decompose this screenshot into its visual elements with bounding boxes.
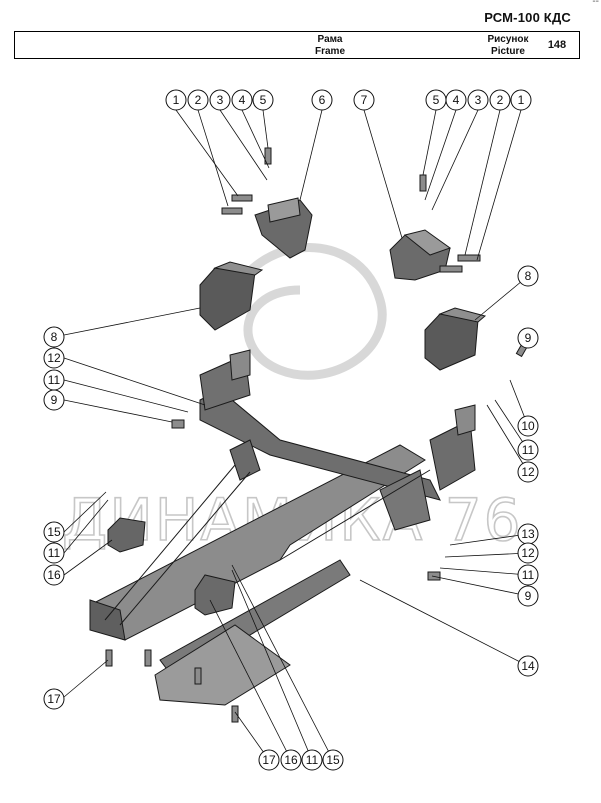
svg-text:1: 1 xyxy=(173,93,180,107)
rubber-mount-left xyxy=(199,261,264,331)
callout-left-12: 12 xyxy=(43,347,65,369)
bracket-left-top xyxy=(254,197,313,259)
svg-text:13: 13 xyxy=(521,527,535,541)
callout-top-left-2: 2 xyxy=(187,89,209,111)
callout-bottom-11: 11 xyxy=(301,749,323,771)
title-ru: Рама xyxy=(317,34,343,45)
picture-number: 148 xyxy=(547,39,567,51)
bracket-right-top xyxy=(389,229,452,281)
rubber-mount-lower-mid xyxy=(194,574,236,616)
callout-top-right-2: 2 xyxy=(489,89,511,111)
callout-right-14: 14 xyxy=(517,655,539,677)
callout-right-8: 8 xyxy=(517,265,539,287)
callout-left-9: 9 xyxy=(43,389,65,411)
svg-text:15: 15 xyxy=(47,525,61,539)
svg-text:1: 1 xyxy=(518,93,525,107)
callout-left-11b: 11 xyxy=(43,542,65,564)
callout-top-right-1: 1 xyxy=(510,89,532,111)
callout-right-11b: 11 xyxy=(517,564,539,586)
leader-lines xyxy=(63,109,529,761)
section-title: Рама Frame xyxy=(285,34,375,58)
svg-text:11: 11 xyxy=(522,568,535,582)
svg-text:17: 17 xyxy=(262,753,276,767)
rubber-mount-right xyxy=(424,307,487,371)
callout-top-right-4: 4 xyxy=(445,89,467,111)
callout-left-11: 11 xyxy=(43,369,65,391)
svg-text:11: 11 xyxy=(306,753,319,767)
callout-right-10: 10 xyxy=(517,415,539,437)
title-en: Frame xyxy=(314,46,345,57)
callout-right-9: 9 xyxy=(517,327,539,349)
callout-left-15: 15 xyxy=(43,521,65,543)
svg-text:3: 3 xyxy=(217,93,224,107)
svg-text:8: 8 xyxy=(525,269,532,283)
callout-right-11: 11 xyxy=(517,439,539,461)
callout-right-9b: 9 xyxy=(517,585,539,607)
svg-text:14: 14 xyxy=(521,659,535,673)
callout-bottom-15: 15 xyxy=(322,749,344,771)
callout-top-left-4: 4 xyxy=(231,89,253,111)
callout-top-left-3: 3 xyxy=(209,89,231,111)
svg-text:9: 9 xyxy=(525,331,532,345)
svg-text:4: 4 xyxy=(453,93,460,107)
callout-right-12b: 12 xyxy=(517,542,539,564)
svg-text:16: 16 xyxy=(47,568,61,582)
svg-text:8: 8 xyxy=(51,330,58,344)
frame-side-brackets xyxy=(199,349,476,491)
svg-text:5: 5 xyxy=(260,93,267,107)
corner-mark: -- xyxy=(592,0,599,7)
callout-right-12: 12 xyxy=(517,461,539,483)
picture-label-ru: Рисунок xyxy=(487,34,529,45)
svg-text:11: 11 xyxy=(522,443,535,457)
bolts xyxy=(105,147,531,723)
svg-text:17: 17 xyxy=(47,692,61,706)
picture-label-en: Picture xyxy=(491,46,525,57)
svg-text:11: 11 xyxy=(48,546,61,560)
callout-right-13: 13 xyxy=(517,523,539,545)
svg-text:3: 3 xyxy=(475,93,482,107)
rubber-mount-lower-left xyxy=(107,517,146,553)
svg-text:10: 10 xyxy=(521,419,535,433)
watermark-swirl xyxy=(225,243,387,380)
svg-text:7: 7 xyxy=(361,93,368,107)
svg-text:6: 6 xyxy=(319,93,326,107)
svg-text:12: 12 xyxy=(521,546,535,560)
callout-top-left-5: 5 xyxy=(252,89,274,111)
main-frame xyxy=(89,389,441,706)
svg-text:12: 12 xyxy=(521,465,535,479)
callout-top-right-7: 7 xyxy=(353,89,375,111)
svg-text:15: 15 xyxy=(326,753,340,767)
svg-text:12: 12 xyxy=(47,351,61,365)
callout-top-left-6: 6 xyxy=(311,89,333,111)
svg-text:2: 2 xyxy=(195,93,202,107)
svg-text:16: 16 xyxy=(284,753,298,767)
svg-text:4: 4 xyxy=(239,93,246,107)
callout-top-right-3: 3 xyxy=(467,89,489,111)
callout-bottom-16: 16 xyxy=(280,749,302,771)
callout-bottom-left-17: 17 xyxy=(43,688,65,710)
callout-bottom-17: 17 xyxy=(258,749,280,771)
svg-text:11: 11 xyxy=(48,373,61,387)
callout-left-16: 16 xyxy=(43,564,65,586)
svg-text:9: 9 xyxy=(51,393,58,407)
svg-text:2: 2 xyxy=(497,93,504,107)
picture-label: Рисунок Picture xyxy=(473,34,543,58)
callout-top-left-1: 1 xyxy=(165,89,187,111)
model-title: РСМ-100 КДС xyxy=(484,10,571,25)
callout-left-8: 8 xyxy=(43,326,65,348)
header-table: Рама Frame Рисунок Picture 148 xyxy=(14,31,580,59)
svg-text:9: 9 xyxy=(525,589,532,603)
svg-text:5: 5 xyxy=(433,93,440,107)
callout-top-right-5: 5 xyxy=(425,89,447,111)
